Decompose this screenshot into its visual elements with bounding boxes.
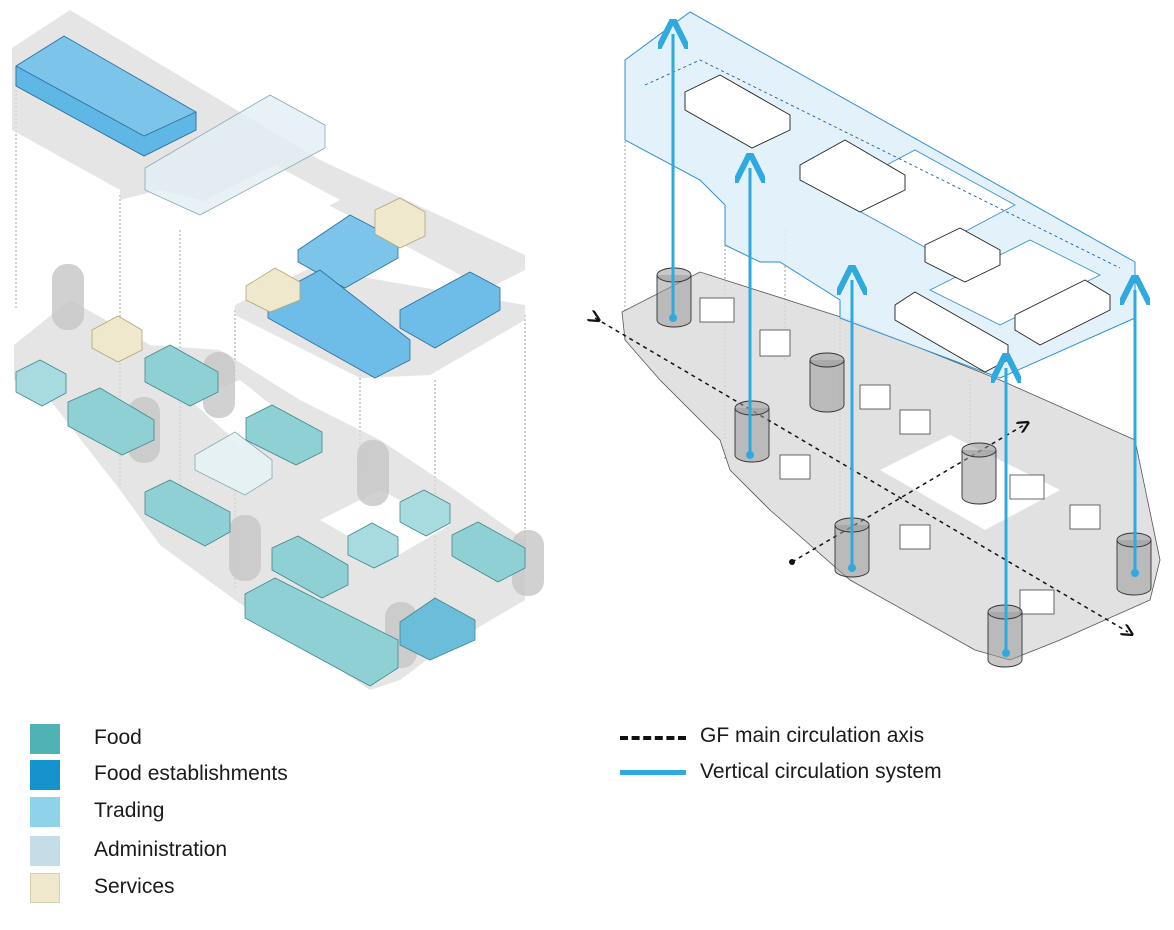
dashed-line-sample — [620, 736, 686, 740]
legend-swatch-administration — [30, 836, 60, 866]
right-circulation-axonometric — [595, 11, 1161, 668]
legend-label-services: Services — [94, 875, 175, 898]
left-administration-blocks — [144, 94, 326, 496]
legend-item-services: Services — [30, 871, 350, 903]
left-services-blocks — [91, 197, 426, 363]
left-food-establishment-blocks — [15, 35, 501, 379]
left-food-blocks — [15, 344, 526, 687]
legend-swatch-trading — [30, 797, 60, 827]
legend-label-gf-main-axis: GF main circulation axis — [700, 724, 925, 747]
legend-item-vertical-circulation: Vertical circulation system — [620, 758, 1040, 790]
vertical-circulation-base-dots — [669, 314, 1139, 657]
legend-label-vertical-circulation: Vertical circulation system — [700, 760, 942, 783]
legend-label-trading: Trading — [94, 799, 165, 822]
legend-item-food: Food — [30, 722, 350, 754]
left-program-axonometric — [12, 10, 544, 690]
gf-main-axis-line-1 — [595, 318, 1128, 632]
left-ground-slab-void-b — [320, 490, 450, 560]
gf-main-axis-start-dot — [789, 559, 795, 565]
right-upper-floor-route — [644, 59, 1121, 269]
diagram-canvas — [12, 10, 1161, 690]
circulation-legend: GF main circulation axis Vertical circul… — [620, 722, 1040, 802]
legend-label-administration: Administration — [94, 838, 228, 861]
legend-swatch-services — [30, 873, 60, 903]
legend-item-gf-main-axis: GF main circulation axis — [620, 722, 1040, 754]
vertical-circulation-lines — [673, 34, 1135, 653]
solid-line-sample — [620, 770, 686, 775]
legend-item-food-establishments: Food establishments — [30, 758, 350, 790]
legend-swatch-food-establishments — [30, 760, 60, 790]
legend-item-trading: Trading — [30, 795, 350, 827]
left-upper-slab-void — [205, 165, 340, 232]
legend-label-food-establishments: Food establishments — [94, 762, 288, 785]
legend-item-administration: Administration — [30, 834, 350, 866]
legend-label-food: Food — [94, 726, 142, 749]
legend-swatch-food — [30, 724, 60, 754]
